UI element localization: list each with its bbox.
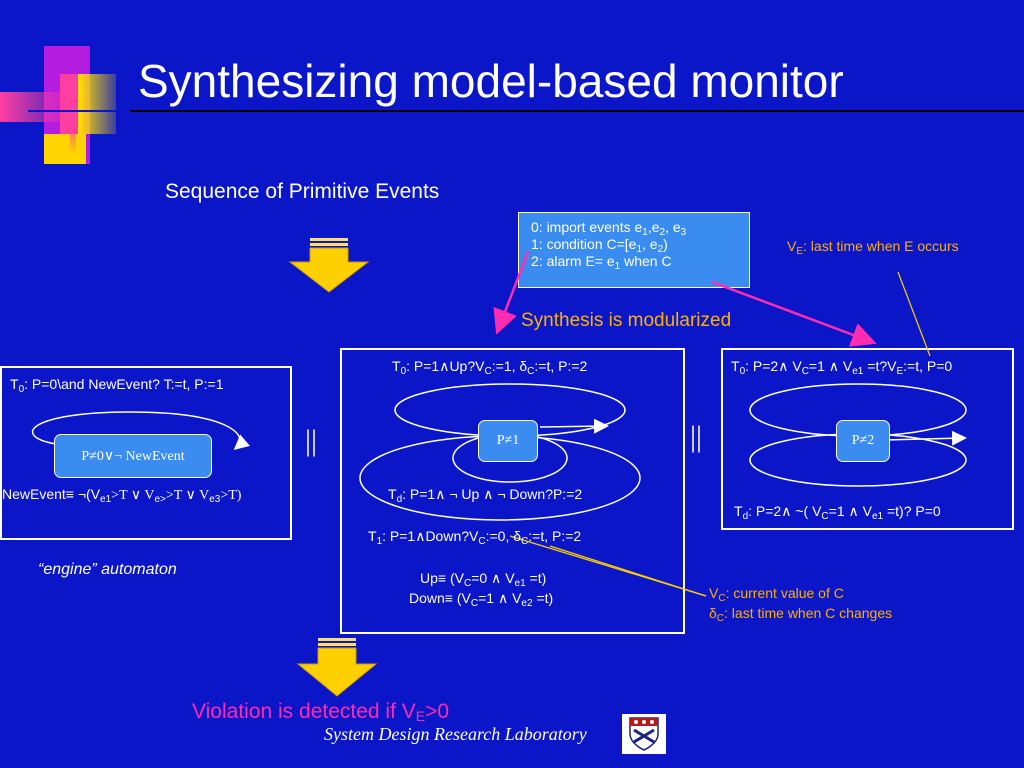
definition-line-alarm: 2: alarm E= e1 when C xyxy=(531,253,672,272)
down-arrow-icon-top xyxy=(288,238,370,293)
condition-down-definition: Down≡ (VC=1 ∧ Ve2 =t) xyxy=(409,590,554,609)
vc-note-line2: δC: last time when C changes xyxy=(709,605,893,624)
ve-annotation: VE: last time when E occurs xyxy=(787,238,959,257)
down-arrow-icon-bottom xyxy=(296,638,378,697)
alarm-td-label: Td: P=2∧ ~( VC=1 ∧ Ve1 =t)? P=0 xyxy=(734,503,941,522)
vc-note-line1: VC: current value of C xyxy=(709,585,844,604)
parallel-composition-symbol-1: || xyxy=(305,424,318,457)
condition-up-definition: Up≡ (VC=0 ∧ Ve1 =t) xyxy=(420,570,547,589)
condition-t0-label: T0: P=1∧Up?VC:=1, δC:=t, P:=2 xyxy=(392,358,588,377)
university-shield-logo xyxy=(622,714,666,754)
engine-state: P≠0∨¬ NewEvent xyxy=(54,434,212,478)
condition-td-label: Td: P=1∧ ¬ Up ∧ ¬ Down?P:=2 xyxy=(388,486,583,505)
engine-automaton-box xyxy=(0,366,292,540)
alarm-t0-label: T0: P=2∧ VC=1 ∧ Ve1 =t?VE:=t, P=0 xyxy=(731,358,953,377)
annotation-pointers xyxy=(509,271,931,597)
footer-lab-name: System Design Research Laboratory xyxy=(324,724,587,744)
condition-t1-label: T1: P=1∧Down?VC:=0, δC:=t, P:=2 xyxy=(368,528,582,547)
parallel-composition-symbol-2: || xyxy=(690,420,703,453)
engine-newevent-definition: NewEvent≡ ¬(Ve1>T ∨ Ve>>T ∨ Ve3>T) xyxy=(2,486,242,505)
engine-t0-label: T0: P=0\and NewEvent? T:=t, P:=1 xyxy=(10,376,224,395)
synthesis-note: Synthesis is modularized xyxy=(521,310,732,331)
definition-box: 0: import events e1,e2, e3 1: condition … xyxy=(518,212,750,288)
definition-line-import: 0: import events e1,e2, e3 xyxy=(531,219,687,238)
condition-state: P≠1 xyxy=(478,420,538,462)
alarm-state: P≠2 xyxy=(836,420,890,462)
condition-automaton-box xyxy=(340,348,685,634)
engine-self-loop xyxy=(31,411,250,450)
page-title: Synthesizing model-based monitor xyxy=(138,55,844,107)
definition-line-condition: 1: condition C=[e1, e2) xyxy=(531,236,668,255)
modularization-arrows xyxy=(493,251,877,347)
engine-caption: “engine” automaton xyxy=(38,561,177,578)
violation-statement: Violation is detected if VE>0 xyxy=(192,700,450,724)
vc-annotation: VC: current value of C δC: last time whe… xyxy=(709,583,893,624)
alarm-automaton-box xyxy=(721,348,1014,530)
events-sequence-label: Sequence of Primitive Events xyxy=(165,180,440,203)
